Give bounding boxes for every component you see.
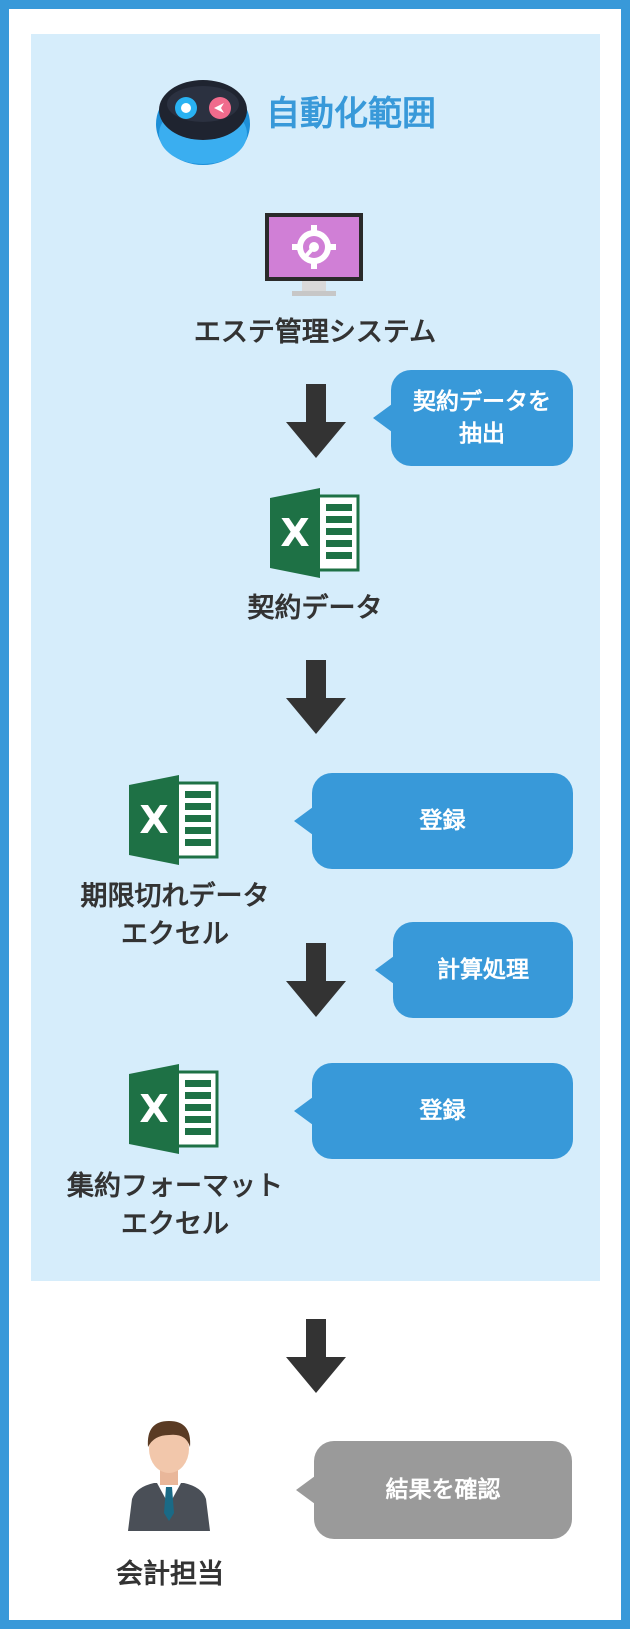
- bubble-tail: [373, 404, 392, 432]
- calc-bubble-text: 計算処理: [437, 957, 529, 983]
- excel-icon: X: [270, 488, 360, 578]
- contract-data-label: 契約データ: [247, 593, 383, 624]
- register-bubble-1-text: 登録: [419, 808, 466, 834]
- format-excel-label: 集約フォーマット エクセル: [67, 1171, 283, 1240]
- expired-data-label: 期限切れデータ エクセル: [80, 881, 270, 950]
- bubble-tail: [294, 1097, 313, 1125]
- confirm-bubble-text: 結果を確認: [385, 1477, 501, 1503]
- bubble-tail: [296, 1476, 315, 1504]
- bubble-tail: [294, 807, 313, 835]
- excel-icon: X: [129, 775, 219, 865]
- accountant-label: 会計担当: [116, 1559, 224, 1590]
- monitor-icon: [265, 213, 363, 296]
- excel-letter: X: [139, 1087, 168, 1131]
- register-bubble-2: 登録: [294, 1063, 573, 1159]
- down-arrow-icon: [286, 943, 346, 1017]
- down-arrow-icon: [286, 660, 346, 734]
- register-bubble-1: 登録: [294, 773, 573, 869]
- calc-bubble: 計算処理: [375, 922, 573, 1018]
- system-label: エステ管理システム: [193, 317, 437, 348]
- down-arrow-icon: [286, 384, 346, 458]
- extract-bubble: 契約データを 抽出: [373, 370, 573, 466]
- scope-title: 自動化範囲: [266, 94, 436, 134]
- excel-letter: X: [139, 798, 168, 842]
- register-bubble-2-text: 登録: [419, 1098, 466, 1124]
- confirm-bubble: 結果を確認: [296, 1441, 572, 1539]
- bubble-tail: [375, 956, 394, 984]
- extract-bubble-text: 契約データを 抽出: [413, 389, 551, 447]
- excel-icon: X: [129, 1064, 219, 1154]
- down-arrow-icon: [286, 1319, 346, 1393]
- robot-icon: [156, 80, 250, 165]
- excel-letter: X: [280, 511, 309, 555]
- accountant-person-icon: [128, 1421, 210, 1531]
